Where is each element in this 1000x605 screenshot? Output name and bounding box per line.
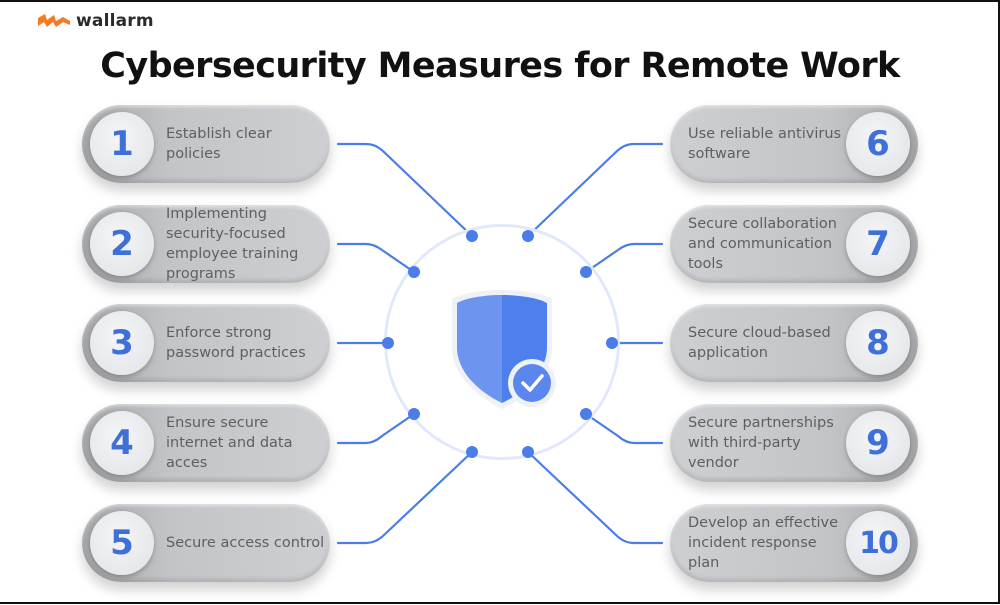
measure-number: 5 xyxy=(90,511,154,575)
measure-number: 6 xyxy=(846,112,910,176)
connector-dot-4 xyxy=(408,408,420,420)
connector-dot-6 xyxy=(522,230,534,242)
measure-item-5: 5 Secure access control xyxy=(82,504,330,582)
brand-name: wallarm xyxy=(76,11,154,31)
measure-item-3: 3 Enforce strong password practices xyxy=(82,304,330,382)
measure-number: 4 xyxy=(90,411,154,475)
wallarm-logo-icon xyxy=(38,14,70,27)
measure-item-9: Secure partnerships with third-party ven… xyxy=(670,404,918,482)
measure-number: 7 xyxy=(846,212,910,276)
measure-label: Secure partnerships with third-party ven… xyxy=(688,415,834,471)
connector-6 xyxy=(526,142,664,238)
measure-number: 10 xyxy=(846,511,910,575)
measure-number: 3 xyxy=(90,311,154,375)
measure-number: 9 xyxy=(846,411,910,475)
connector-dot-10 xyxy=(522,446,534,458)
connector-dot-1 xyxy=(466,230,478,242)
connector-9 xyxy=(584,412,664,445)
measure-label: Implementing security-focused employee t… xyxy=(166,206,299,282)
measure-label: Use reliable antivirus software xyxy=(688,126,842,162)
measure-item-4: 4 Ensure secure internet and data acces xyxy=(82,404,330,482)
connector-dot-8 xyxy=(606,337,618,349)
measure-number: 8 xyxy=(846,311,910,375)
measure-item-2: 2 Implementing security-focused employee… xyxy=(82,205,330,283)
connector-dot-9 xyxy=(580,408,592,420)
connector-10 xyxy=(526,450,664,545)
connector-2 xyxy=(336,242,416,274)
measure-item-1: 1 Establish clear policies xyxy=(82,105,330,183)
connector-7 xyxy=(584,242,664,274)
measure-number: 2 xyxy=(90,212,154,276)
page-title: Cybersecurity Measures for Remote Work xyxy=(100,46,900,86)
measure-label: Ensure secure internet and data acces xyxy=(166,415,293,471)
measure-label: Establish clear policies xyxy=(166,126,272,162)
connector-5 xyxy=(336,450,474,545)
measure-label: Secure access control xyxy=(166,535,325,551)
measure-item-10: Develop an effective incident response p… xyxy=(670,504,918,582)
measure-label: Develop an effective incident response p… xyxy=(688,515,839,571)
measure-label: Secure collaboration and communication t… xyxy=(688,216,837,272)
measure-number: 1 xyxy=(90,112,154,176)
measure-item-8: Secure cloud-based application 8 xyxy=(670,304,918,382)
connector-dot-2 xyxy=(408,266,420,278)
measure-item-7: Secure collaboration and communication t… xyxy=(670,205,918,283)
measure-label: Enforce strong password practices xyxy=(166,325,306,361)
measure-item-6: Use reliable antivirus software 6 xyxy=(670,105,918,183)
wallarm-logo: wallarm xyxy=(38,11,154,31)
shield-check-icon xyxy=(452,290,556,409)
connector-dot-7 xyxy=(580,266,592,278)
connector-4 xyxy=(336,412,416,445)
connector-dot-3 xyxy=(382,337,394,349)
connector-1 xyxy=(336,142,474,238)
measure-label: Secure cloud-based application xyxy=(688,325,831,361)
connector-dot-5 xyxy=(466,446,478,458)
